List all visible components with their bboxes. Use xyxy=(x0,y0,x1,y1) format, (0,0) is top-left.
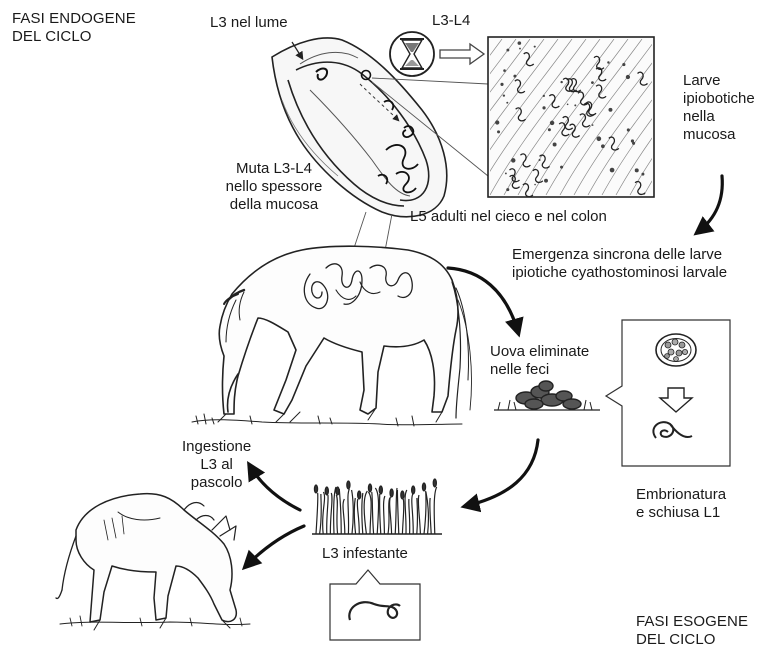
arrow-grass-to-ingestion xyxy=(250,466,300,510)
l3-lumen-label: L3 nel lume xyxy=(210,14,288,32)
embryonated-egg-icon xyxy=(656,334,696,366)
arrow-mucosa-to-emergence xyxy=(698,176,722,232)
hourglass-icon xyxy=(390,32,434,76)
arrow-grass-to-donkey xyxy=(246,526,304,566)
endogenous-phases-label: FASI ENDOGENE DEL CICLO xyxy=(12,10,136,46)
egg-hatching-callout xyxy=(606,320,730,466)
embryonation-label: Embrionatura e schiusa L1 xyxy=(636,486,726,522)
eggs-in-feces-label: Uova eliminate nelle feci xyxy=(490,343,589,379)
arrow-feces-to-grass xyxy=(466,440,538,506)
ingestion-label: Ingestione L3 al pascolo xyxy=(182,438,251,492)
grass-tuft xyxy=(312,479,442,534)
hypobiotic-larvae-label: Larve ipiobotiche nella mucosa xyxy=(683,72,755,144)
infective-l3-label: L3 infestante xyxy=(322,545,408,563)
exogenous-phases-label: FASI ESOGENE DEL CICLO xyxy=(636,613,748,649)
horse-illustration xyxy=(192,246,472,426)
emergence-label: Emergenza sincrona delle larve ipiotiche… xyxy=(512,246,727,282)
l3-l4-label: L3-L4 xyxy=(432,12,470,30)
arrow-horse-to-feces xyxy=(448,268,518,332)
progress-arrow-icon xyxy=(440,44,484,64)
moult-label: Muta L3-L4 nello spessore della mucosa xyxy=(204,160,344,214)
donkey-illustration xyxy=(56,494,250,630)
feces-pile xyxy=(494,381,600,410)
l3-larva-callout xyxy=(330,570,420,640)
l5-adults-label: L5 adulti nel cieco e nel colon xyxy=(410,208,607,226)
